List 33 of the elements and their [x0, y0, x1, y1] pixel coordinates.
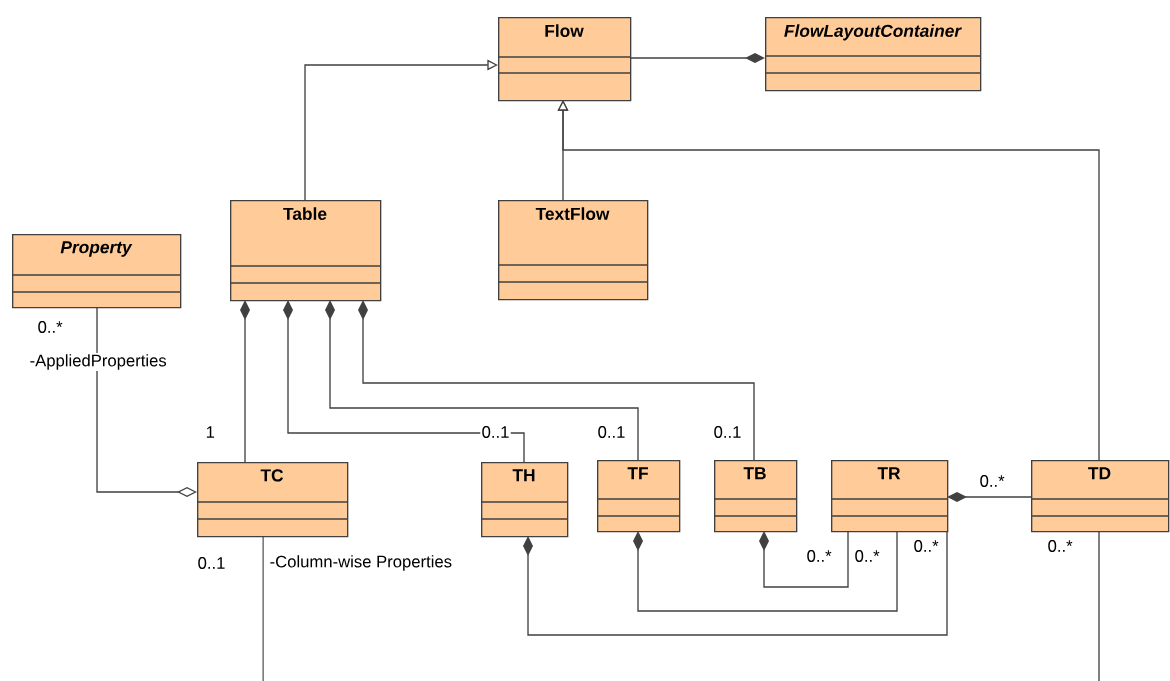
composition-line: [325, 300, 639, 461]
class-box: TC: [196, 462, 349, 538]
multiplicity-label: -Column-wise Properties: [268, 553, 454, 573]
composition-line: [358, 300, 755, 461]
generalization-arrow: [304, 59, 498, 201]
composition-line: [283, 300, 525, 463]
class-box: Property: [11, 234, 182, 309]
composition-line: [240, 300, 250, 463]
class-box: Table: [229, 200, 382, 302]
composition-line: [523, 530, 948, 636]
class-box: TD: [1030, 460, 1170, 533]
multiplicity-label: 0..*: [978, 473, 1006, 489]
class-box: TR: [830, 460, 949, 533]
multiplicity-label: 0..1: [596, 424, 627, 440]
multiplicity-label: -AppliedProperties: [28, 352, 169, 372]
aggregation-line: [96, 306, 197, 497]
multiplicity-label: 0..1: [712, 424, 743, 440]
class-box: TH: [480, 462, 569, 538]
composition-line: [759, 530, 849, 588]
composition-line: [633, 530, 898, 612]
class-box: TB: [713, 460, 798, 533]
multiplicity-label: 0..*: [805, 548, 833, 564]
class-box: Flow: [497, 17, 632, 102]
multiplicity-label: 0..*: [912, 538, 940, 554]
composition-line: [947, 492, 1032, 502]
class-box: FlowLayoutContainer: [764, 17, 982, 92]
association-line: [1098, 530, 1100, 681]
multiplicity-label: 1: [204, 424, 217, 440]
generalization-arrow: [557, 100, 1100, 461]
class-box: TextFlow: [497, 200, 649, 301]
association-line: [262, 535, 264, 681]
composition-line: [629, 53, 765, 63]
class-box: TF: [596, 460, 681, 533]
